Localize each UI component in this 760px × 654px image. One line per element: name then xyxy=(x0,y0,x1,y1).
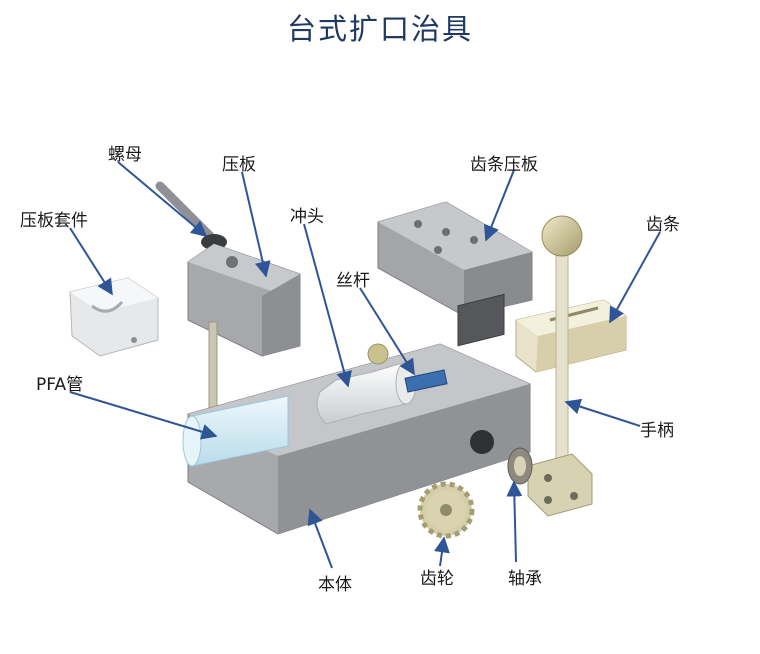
arrow-rack xyxy=(610,232,660,322)
arrow-plate-kit xyxy=(70,228,112,294)
label-screw-rod: 丝杆 xyxy=(336,266,370,291)
arrow-bearing xyxy=(514,482,516,562)
arrow-gear xyxy=(440,538,444,566)
label-nut: 螺母 xyxy=(108,140,142,165)
nut-lever-part xyxy=(160,186,227,250)
label-punch: 冲头 xyxy=(290,202,324,227)
label-rack: 齿条 xyxy=(646,210,680,235)
arrow-punch xyxy=(304,224,348,386)
rack-part xyxy=(516,300,626,372)
label-press-plate: 压板 xyxy=(222,150,256,175)
gear-part xyxy=(420,484,472,536)
press-plate-part xyxy=(188,244,300,356)
label-plate-kit: 压板套件 xyxy=(20,206,88,231)
label-body: 本体 xyxy=(318,570,352,595)
plate-kit-part xyxy=(70,278,158,356)
stud-bolt-part xyxy=(209,322,217,414)
rack-press-plate-part xyxy=(378,202,532,316)
arrow-handle xyxy=(566,402,640,426)
arrow-rack-press-plate xyxy=(486,170,514,240)
arrow-nut xyxy=(118,162,206,236)
bearing-part xyxy=(508,448,532,484)
label-bearing: 轴承 xyxy=(508,564,542,589)
label-gear: 齿轮 xyxy=(420,564,454,589)
label-handle: 手柄 xyxy=(640,416,674,441)
label-rack-press-plate: 齿条压板 xyxy=(470,150,538,175)
label-pfa-tube: PFA管 xyxy=(36,370,83,395)
